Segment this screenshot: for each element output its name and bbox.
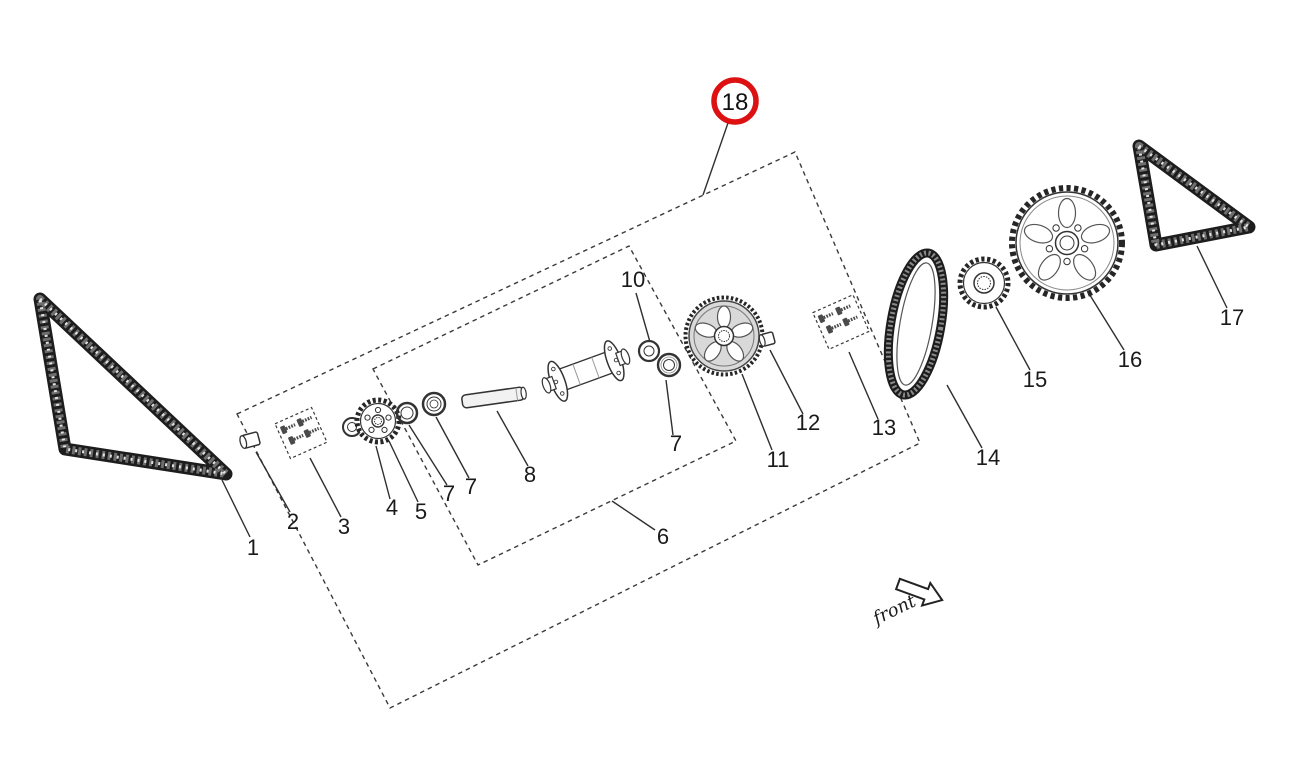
front-sprocket-part-15: [957, 256, 1011, 310]
front-label: front: [868, 590, 920, 630]
drive-chain-part-1: [33, 292, 233, 481]
leader-line-15: [995, 306, 1031, 371]
leader-line-7c: [665, 379, 674, 436]
hardware-kit-part-13: [811, 293, 871, 351]
bearing-part-7b: [421, 391, 447, 417]
leader-line-18: [702, 122, 729, 196]
spacer-part-12: [758, 331, 776, 347]
leader-line-7b: [435, 416, 470, 479]
leader-line-17: [1196, 245, 1228, 309]
spacer-bushing-part-2: [239, 431, 261, 450]
callout-labels: 1 2 3 4 5 6 7 7 7 8 10 11 12 13 14 15 16…: [247, 267, 1244, 560]
leader-line-8: [496, 410, 529, 467]
callout-7b: 7: [465, 474, 477, 499]
callout-15: 15: [1023, 367, 1047, 392]
leader-line-11: [741, 373, 773, 451]
leader-line-12: [769, 349, 804, 415]
rear-sprocket-part-16: [1009, 185, 1125, 301]
sprocket-carrier-part-4: [354, 397, 402, 445]
leader-line-4: [375, 445, 391, 500]
callout-7a: 7: [443, 481, 455, 506]
leader-line-6: [611, 500, 656, 531]
belt-pulley-part-11: [683, 295, 765, 377]
leader-line-3: [309, 457, 342, 518]
leader-line-2: [255, 451, 291, 513]
callout-10: 10: [621, 267, 645, 292]
callout-14: 14: [976, 445, 1000, 470]
front-arrow-icon: [894, 577, 944, 608]
callout-2: 2: [287, 509, 299, 534]
axle-shaft-part-8: [461, 386, 527, 409]
leader-lines: [221, 122, 1228, 538]
drive-belt-part-14: [883, 248, 949, 400]
callout-13: 13: [872, 415, 896, 440]
front-direction-indicator: front: [868, 577, 944, 630]
wheel-hub-part-6: [541, 340, 631, 402]
callout-1: 1: [247, 535, 259, 560]
leader-line-5: [388, 440, 419, 503]
leader-line-7a: [408, 424, 448, 486]
callout-8: 8: [524, 462, 536, 487]
callout-4: 4: [386, 495, 398, 520]
inner-assembly-dashed-box: [372, 245, 737, 566]
callout-18: 18: [722, 89, 749, 116]
callout-17: 17: [1220, 305, 1244, 330]
callout-5: 5: [415, 499, 427, 524]
callout-11: 11: [767, 447, 790, 472]
washer-part-7c: [656, 352, 682, 378]
hardware-kit-part-3: [274, 406, 328, 460]
bearing-part-7a: [395, 401, 419, 425]
leader-line-13: [848, 351, 879, 420]
callout-7c: 7: [670, 431, 682, 456]
leader-line-1: [221, 479, 251, 538]
callout-12: 12: [796, 410, 820, 435]
outer-assembly-dashed-box: [236, 151, 921, 709]
washer-part-10: [637, 339, 661, 363]
leader-line-14: [946, 384, 983, 449]
leader-line-16: [1087, 291, 1125, 351]
callout-3: 3: [338, 514, 350, 539]
callout-6: 6: [657, 524, 669, 549]
chain-part-17: [1132, 139, 1256, 252]
callout-16: 16: [1118, 347, 1142, 372]
highlight-circle-18: [711, 77, 759, 125]
leader-line-10: [635, 292, 651, 343]
highlighted-callout-18: 18: [711, 77, 759, 125]
